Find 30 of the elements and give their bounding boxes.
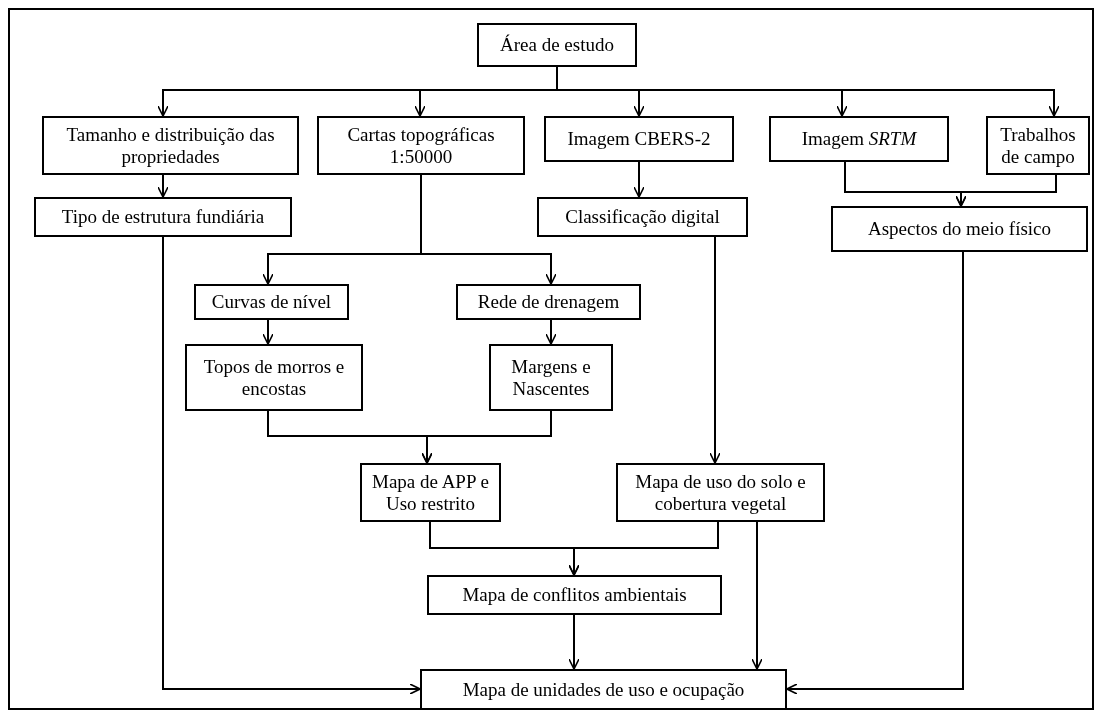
arrow bbox=[162, 236, 421, 695]
arrow bbox=[262, 319, 274, 345]
process-box: Trabalhos de campo bbox=[986, 116, 1090, 175]
process-box: Tamanho e distribuição das propriedades bbox=[42, 116, 299, 175]
process-box: Curvas de nível bbox=[194, 284, 349, 320]
arrow bbox=[545, 319, 557, 345]
arrow bbox=[420, 174, 557, 285]
process-box: Imagem SRTM bbox=[769, 116, 949, 162]
process-box: Imagem CBERS-2 bbox=[544, 116, 734, 162]
arrow bbox=[633, 161, 645, 198]
process-box: Mapa de uso do solo e cobertura vegetal bbox=[616, 463, 825, 522]
process-box: Tipo de estrutura fundiária bbox=[34, 197, 292, 237]
arrow bbox=[568, 614, 580, 670]
process-box: Margens e Nascentes bbox=[489, 344, 613, 411]
process-box: Mapa de conflitos ambientais bbox=[427, 575, 722, 615]
process-box: Topos de morros e encostas bbox=[185, 344, 363, 411]
arrow bbox=[568, 521, 719, 576]
process-box: Aspectos do meio físico bbox=[831, 206, 1088, 252]
process-box: Mapa de unidades de uso e ocupação bbox=[420, 669, 787, 710]
process-box: Cartas topográficas 1:50000 bbox=[317, 116, 525, 175]
process-box: Mapa de APP e Uso restrito bbox=[360, 463, 501, 522]
arrow bbox=[786, 251, 964, 695]
arrow bbox=[751, 521, 763, 670]
arrow bbox=[157, 174, 169, 198]
process-box: Área de estudo bbox=[477, 23, 637, 67]
arrow bbox=[955, 174, 1057, 207]
arrow bbox=[709, 236, 721, 464]
process-box: Rede de drenagem bbox=[456, 284, 641, 320]
arrow bbox=[421, 410, 552, 464]
process-box: Classificação digital bbox=[537, 197, 748, 237]
